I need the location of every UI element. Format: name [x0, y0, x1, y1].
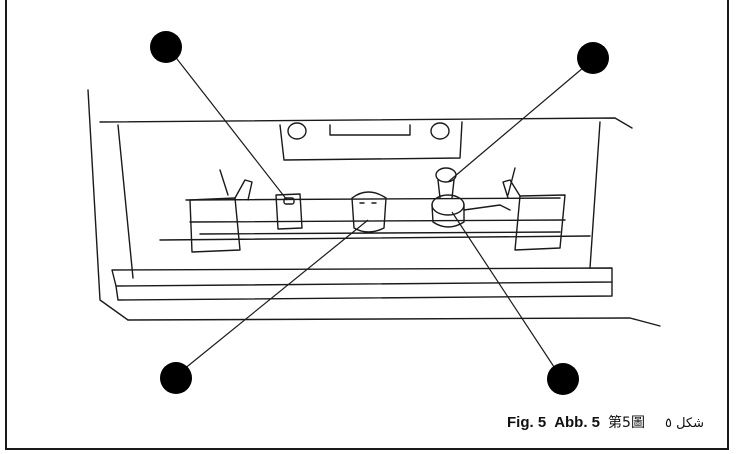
leader-3 [177, 219, 369, 375]
caption-abb: Abb. 5 [554, 414, 601, 431]
back-knob-right [430, 122, 450, 140]
body-top-edge [99, 117, 633, 129]
callout-marker-1 [150, 31, 182, 63]
caption-jp: 第5圖 [608, 415, 645, 431]
front-tray [111, 267, 613, 287]
center-component [351, 191, 387, 233]
roller-top [435, 167, 457, 183]
leader-2 [447, 61, 591, 183]
body-left-edge [87, 89, 129, 321]
inner-cavity [117, 121, 601, 279]
callout-marker-3 [160, 362, 192, 394]
right-bracket [514, 194, 566, 251]
leader-1 [169, 49, 288, 201]
back-knob-left [287, 122, 307, 140]
cavity-back [279, 121, 463, 161]
clip-left [275, 193, 303, 230]
callout-marker-2 [577, 42, 609, 74]
left-bracket [189, 197, 241, 253]
caption-ar: شكل ٥ [664, 416, 704, 431]
figure-caption: Fig. 5 Abb. 5 第5圖 شكل ٥ [507, 412, 704, 432]
body-bottom-edge [127, 317, 661, 327]
leader-4 [451, 211, 561, 377]
callout-marker-4 [547, 363, 579, 395]
caption-fig: Fig. 5 [507, 414, 547, 431]
figure-frame [5, 0, 729, 450]
